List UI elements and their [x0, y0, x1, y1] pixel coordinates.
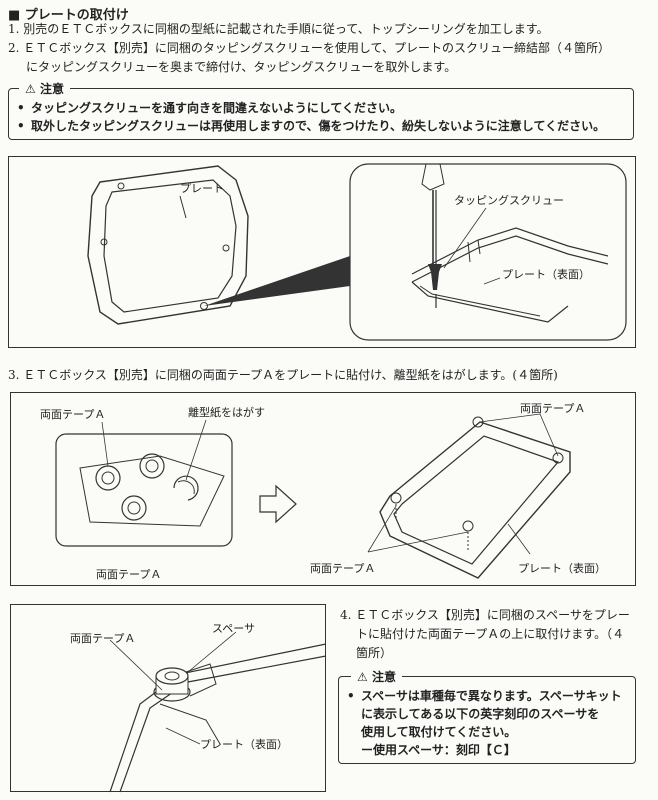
caution-header-text-2: 注意: [371, 670, 396, 684]
step-2-line-2: にタッピングスクリューを奥まで締付け、タッピングスクリューを取外します。: [26, 60, 457, 74]
caution2-line-4: ー使用スペーサ：刻印【Ｃ】: [361, 743, 516, 757]
caution-item-2: 取外したタッピングスクリューは再使用しますので、傷をつけたり、紛失しないように注…: [15, 117, 605, 135]
figure-2-drawing: [55, 413, 571, 579]
caution2-line-1: スペーサは車種毎で異なります。スペーサキット: [345, 687, 622, 705]
caution2-line-2: に表示してある以下の英字刻印のスペーサを: [361, 707, 600, 721]
figure-2-tape-top-label: 両面テープＡ: [40, 408, 106, 421]
step-3: 3. ＥＴＣボックス【別売】に同梱の両面テープＡをプレートに貼付け、離型紙をはが…: [8, 368, 558, 382]
section-title: ■ プレートの取付け: [8, 8, 129, 23]
figure-3-drawing: [109, 631, 327, 793]
step-4-line-3: 箇所）: [356, 646, 393, 660]
figure-3-spacer-label: スペーサ: [212, 622, 256, 635]
figure-1-drawing: [87, 163, 627, 341]
warning-icon: ⚠: [357, 670, 368, 684]
caution-header-2: ⚠ 注意: [351, 668, 402, 685]
caution-header-1: ⚠ 注意: [19, 80, 70, 97]
figure-3-plate-front-label: プレート（表面）: [200, 738, 288, 751]
figure-3-frame: [10, 604, 326, 792]
figure-2-plate-front-label: プレート（表面）: [518, 562, 606, 575]
figure-1-plate-front-label: プレート（表面）: [502, 268, 590, 281]
figure-3-tape-label: 両面テープＡ: [70, 632, 136, 645]
figure-2-frame: [10, 392, 636, 586]
step-4-line-2: トに貼付けた両面テープＡの上に取付けます。（４: [356, 627, 625, 641]
figure-1-frame: [8, 156, 636, 348]
step-1: 1. 別売のＥＴＣボックスに同梱の型紙に記載された手順に従って、トップシーリング…: [8, 22, 549, 36]
figure-2-tape-right-top-label: 両面テープＡ: [520, 402, 586, 415]
warning-icon: ⚠: [25, 82, 36, 96]
figure-1-plate-label: プレート: [180, 182, 224, 195]
caution-box-1: ⚠ 注意 タッピングスクリューを通す向きを間違えないようにしてください。 取外し…: [8, 80, 634, 140]
caution-header-text-1: 注意: [39, 82, 64, 96]
figure-2-peel-label: 離型紙をはがす: [188, 406, 265, 419]
caution2-line-3: 使用して取付けてください。: [361, 725, 517, 739]
figure-2-tape-bottom-label: 両面テープＡ: [96, 568, 162, 581]
figure-2-tape-right-bottom-label: 両面テープＡ: [310, 562, 376, 575]
caution-item-1: タッピングスクリューを通す向きを間違えないようにしてください。: [15, 99, 605, 117]
step-4-line-1: 4. ＥＴＣボックス【別売】に同梱のスペーサをプレー: [340, 608, 630, 622]
figure-1-screw-label: タッピングスクリュー: [454, 194, 564, 207]
step-2-line-1: 2. ＥＴＣボックス【別売】に同梱のタッピングスクリューを使用して、プレートのス…: [8, 41, 610, 55]
caution-box-2: ⚠ 注意 スペーサは車種毎で異なります。スペーサキット に表示してある以下の英字…: [338, 668, 636, 764]
